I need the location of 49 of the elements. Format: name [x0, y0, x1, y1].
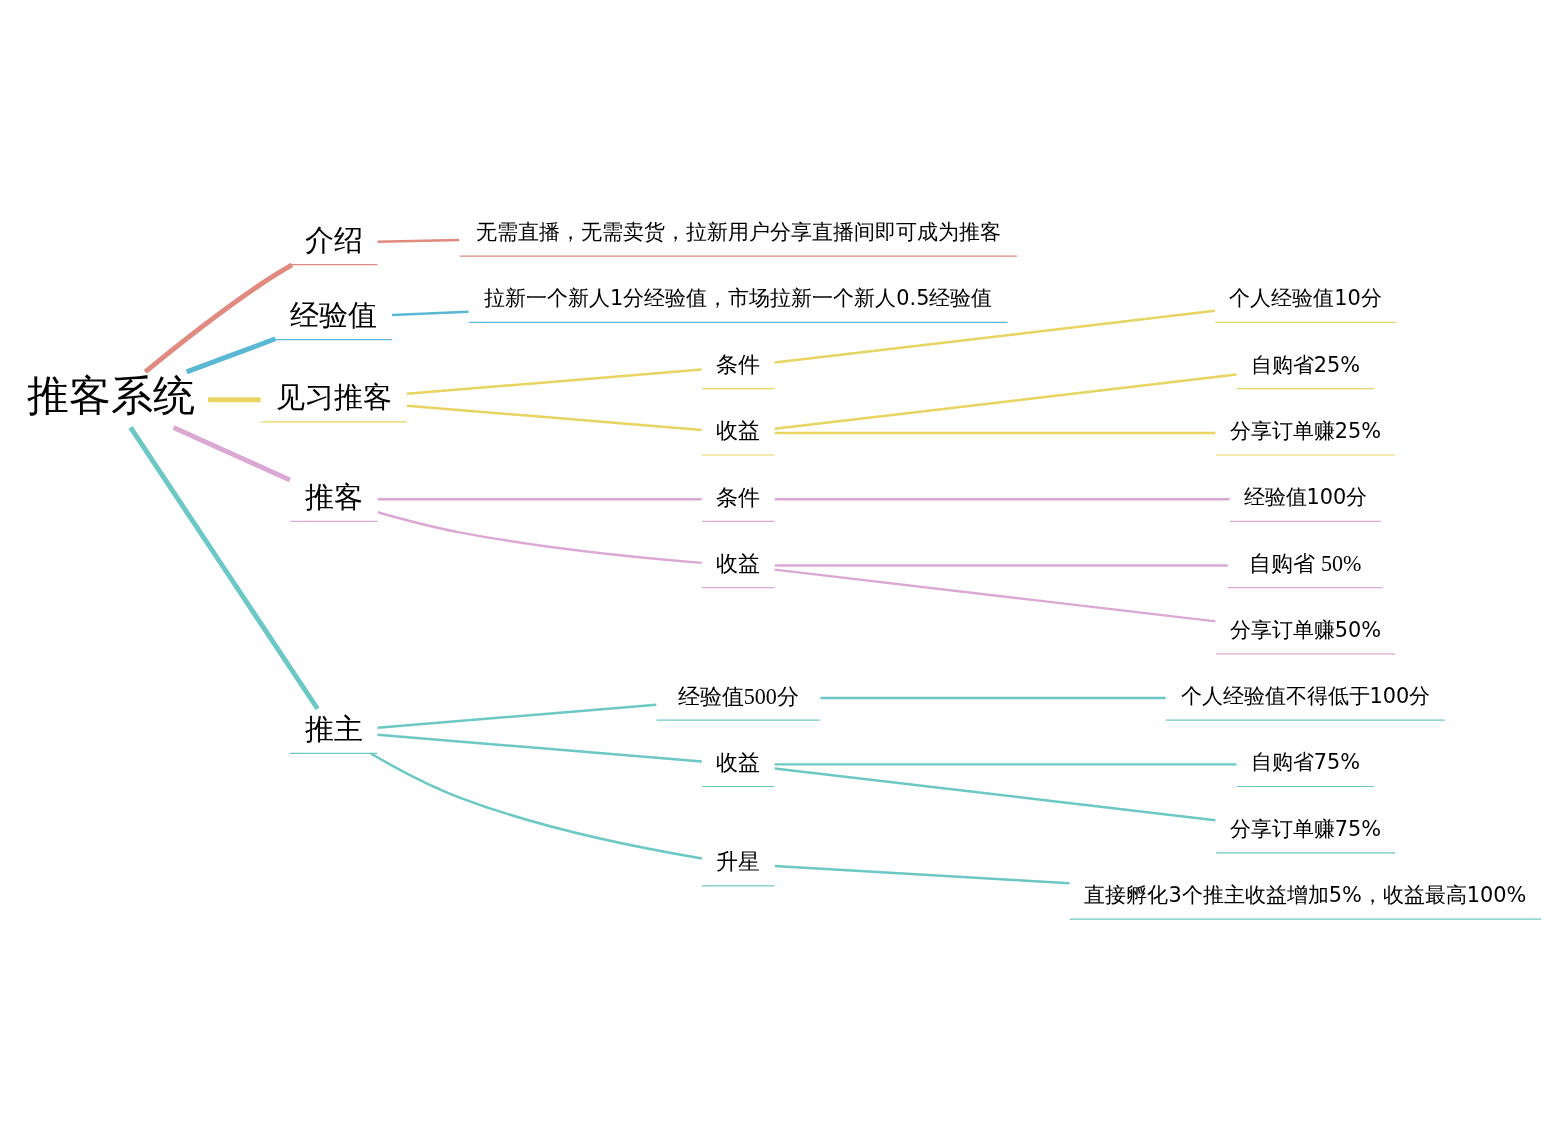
connector — [143, 262, 294, 374]
node-text: 收益 — [716, 418, 761, 444]
connector — [172, 425, 291, 483]
connector — [774, 373, 1237, 430]
connector — [406, 368, 702, 396]
node-text: 推客系统 — [26, 373, 195, 420]
connector — [774, 564, 1228, 567]
node-text: 推客 — [304, 480, 363, 513]
node-text: 收益 — [716, 749, 761, 775]
connector — [774, 767, 1216, 822]
node-text: 经验值100分 — [1243, 485, 1368, 510]
node-text: 分享订单赚25% — [1229, 418, 1382, 443]
node-text: 收益 — [716, 550, 761, 576]
node-text: 经验值 — [290, 299, 378, 332]
connector — [820, 696, 1166, 700]
connector — [185, 336, 277, 375]
node-text: 分享订单赚75% — [1229, 816, 1382, 841]
connector — [774, 763, 1237, 766]
node-text: 无需直播，无需卖货，拉新用户分享直播间即可成为推客 — [475, 220, 1001, 245]
node-text: 见习推客 — [275, 381, 392, 414]
connector — [774, 497, 1230, 501]
node-text: 条件 — [716, 352, 761, 378]
connector — [406, 404, 702, 432]
node-text: 直接孵化3个推主收益增加5%，收益最高100% — [1084, 883, 1527, 908]
node-text: 拉新一个新人1分经验值，市场拉新一个新人0.5经验值 — [483, 286, 993, 311]
connector — [208, 397, 261, 403]
connector — [377, 733, 702, 763]
connector — [377, 511, 702, 565]
connector — [377, 703, 657, 729]
node-text: 经验值500分 — [677, 683, 799, 709]
node-text: 分享订单赚50% — [1229, 617, 1382, 642]
node-text: 个人经验值不得低于100分 — [1180, 684, 1431, 709]
node-text: 条件 — [716, 484, 761, 510]
node-text: 个人经验值10分 — [1229, 286, 1382, 311]
connector — [774, 864, 1070, 885]
connector — [128, 426, 320, 711]
connector — [377, 497, 702, 501]
connector — [774, 568, 1216, 623]
connector — [370, 752, 703, 860]
connector — [774, 431, 1216, 435]
connector — [377, 238, 460, 243]
node-text: 推主 — [304, 712, 363, 745]
connector — [774, 309, 1216, 364]
connector — [392, 310, 469, 317]
node-text: 升星 — [716, 849, 761, 875]
node-text: 自购省75% — [1250, 750, 1361, 775]
node-text: 介绍 — [304, 224, 363, 257]
node-text: 自购省25% — [1250, 352, 1361, 377]
node-text: 自购省 50% — [1249, 550, 1362, 576]
